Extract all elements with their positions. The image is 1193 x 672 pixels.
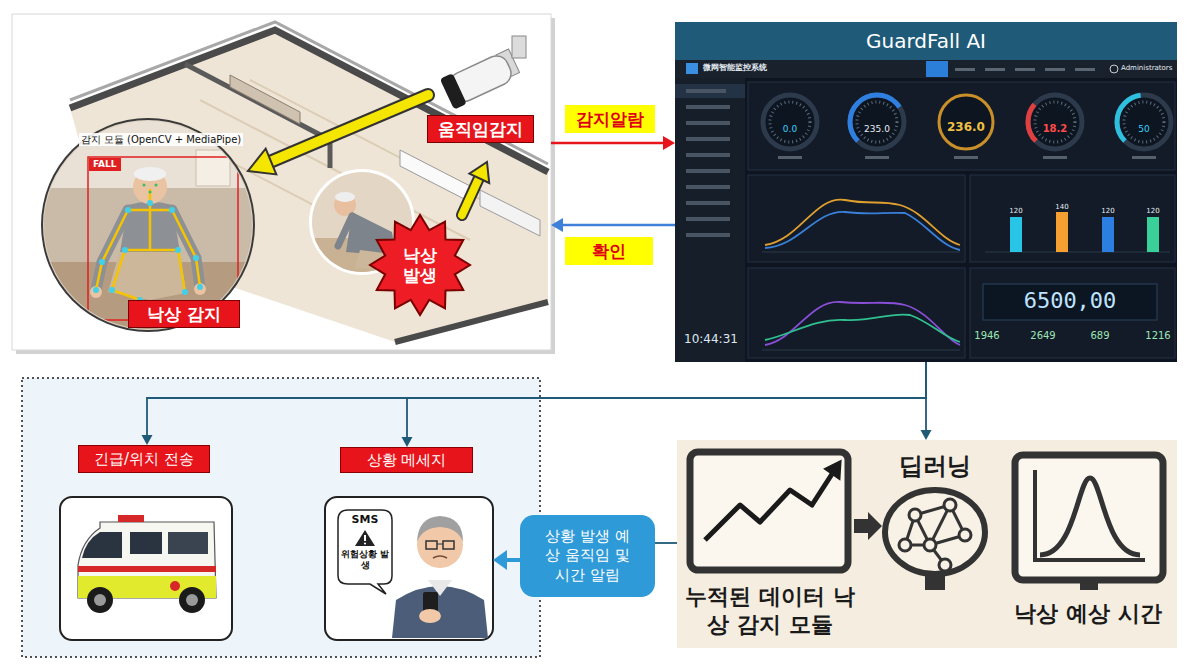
deep-learning-art — [677, 440, 1177, 648]
ambulance-card: 긴급/위치 전송 — [60, 445, 232, 640]
sms-bubble-text-pos: 위험상황 발생 — [340, 549, 390, 571]
dashboard-value: 6500,00 — [1024, 288, 1117, 314]
sms-bubble-text: SMS — [352, 513, 379, 526]
dashboard-value: 2649 — [1030, 330, 1055, 342]
fall-tag-text: FALL — [93, 159, 117, 170]
connector — [655, 543, 677, 544]
connector — [551, 218, 675, 232]
dashboard-text: GuardFall AI — [675, 22, 1177, 60]
scene-panel: 움직임감지낙상 발생 감지 모듈 (OpenCV + MediaPipe) FALL… — [12, 14, 551, 350]
dashboard-value-pos: 18.2 — [1043, 123, 1068, 135]
connector — [402, 362, 927, 447]
dashboard-value: Administrators — [1121, 64, 1172, 72]
dashboard-value: 120 — [1146, 207, 1159, 215]
dashboard-value-pos: 2649 — [1030, 330, 1055, 342]
detection-inset-text-pos: 감지 모듈 (OpenCV + MediaPipe) — [79, 133, 244, 146]
connector — [493, 550, 520, 570]
dashboard-value-pos: 120 — [1009, 207, 1022, 215]
connector — [142, 362, 927, 445]
fall-star-text: 낙상 발생 — [395, 245, 446, 286]
arrow-head — [142, 435, 153, 445]
fall-star: 낙상 발생 — [368, 213, 472, 317]
connector — [551, 136, 675, 150]
edge-label-pos: 감지알람 — [565, 105, 655, 133]
edge-label: 확인 — [565, 237, 653, 265]
dashboard-value-pos: 6500,00 — [1024, 288, 1117, 314]
dashboard-value-pos: 120 — [1101, 207, 1114, 215]
arrow-head — [551, 218, 563, 232]
sms-bubble: SMS 위험상황 발생 — [338, 510, 392, 586]
dashboard-value: 120 — [1101, 207, 1114, 215]
connector-line — [655, 542, 677, 544]
motion-detect-tag-text: 움직임감지 — [438, 119, 523, 139]
message-card: 상황 메세지 SMS 위험상황 발생 — [325, 447, 493, 640]
deep-learning-panel-text-pos: 딥러닝 — [899, 452, 971, 481]
deep-learning-panel-text: 누적된 데이터 낙상 감지 모듈 — [678, 583, 862, 638]
connector — [921, 362, 932, 440]
dashboard-value: 120 — [1009, 207, 1022, 215]
fall-detect-tag-text: 낙상 감지 — [147, 304, 221, 324]
dashboard-value: 140 — [1055, 203, 1068, 211]
notify-callout: 상황 발생 예상 움직임 및 시간 알림 — [520, 515, 655, 597]
arrow-head — [402, 437, 413, 447]
star-outline — [370, 215, 470, 315]
deep-learning-panel: 딥러닝누적된 데이터 낙상 감지 모듈 낙상 예상 시간 — [677, 440, 1177, 648]
dashboard-value-pos: 微网智能监控系统 — [703, 63, 767, 73]
message-card-text-pos: 상황 메세지 — [340, 447, 473, 473]
deep-learning-panel-text-pos: 낙상 예상 시간 — [1005, 600, 1171, 628]
ambulance-card-text: 긴급/위치 전송 — [78, 445, 210, 473]
dashboard-value-pos: 0.0 — [783, 124, 797, 135]
dashboard-text-pos: GuardFall AI — [675, 22, 1177, 60]
dashboard-value: 1216 — [1145, 330, 1170, 342]
dashboard-value: 689 — [1090, 330, 1109, 342]
motion-detect-tag: 움직임감지 — [427, 115, 534, 143]
dashboard-value: 0.0 — [783, 124, 797, 135]
deep-learning-panel-text: 딥러닝 — [899, 452, 971, 481]
connector-line — [563, 224, 675, 227]
edge-label-pos: 확인 — [565, 237, 653, 265]
connector-line — [407, 362, 926, 437]
dashboard-value-pos: 1946 — [974, 330, 999, 342]
sms-bubble-text: 위험상황 발생 — [340, 549, 390, 571]
notify-callout-text: 상황 발생 예상 움직임 및 시간 알림 — [540, 527, 635, 586]
fall-tag: FALL — [89, 158, 121, 171]
dashboard-value: 236.0 — [947, 120, 985, 134]
dashboard-value-pos: 1216 — [1145, 330, 1170, 342]
dashboard-value: 10:44:31 — [684, 332, 738, 346]
dashboard-value-pos: 140 — [1055, 203, 1068, 211]
dashboard-value-pos: 120 — [1146, 207, 1159, 215]
connector-line — [507, 558, 520, 562]
ambulance-card-text-pos: 긴급/위치 전송 — [78, 445, 210, 473]
dashboard-value: 50 — [1138, 124, 1149, 135]
dashboard-value-pos: Administrators — [1121, 64, 1172, 72]
dashboard-value: 18.2 — [1043, 123, 1068, 135]
connector-line — [551, 142, 663, 145]
dashboard-value-pos: 10:44:31 — [684, 332, 738, 346]
deep-learning-panel-text-pos: 누적된 데이터 낙상 감지 모듈 — [678, 583, 862, 638]
dashboard-value-pos: 235.0 — [864, 124, 890, 135]
message-card-text: 상황 메세지 — [340, 447, 473, 473]
scene-art — [12, 14, 555, 354]
connector-line — [925, 362, 927, 430]
arrow-head — [493, 550, 507, 570]
arrow-head — [921, 430, 932, 440]
dashboard-value: 1946 — [974, 330, 999, 342]
dashboard-value-pos: 236.0 — [947, 120, 985, 134]
dashboard-art — [675, 22, 1182, 362]
detection-inset-text: 감지 모듈 (OpenCV + MediaPipe) — [79, 133, 244, 146]
dashboard-value: 235.0 — [864, 124, 890, 135]
dashboard-value: 微网智能监控系统 — [703, 63, 767, 73]
bottom-left-art — [22, 378, 540, 657]
fall-detect-tag: 낙상 감지 — [128, 300, 240, 328]
sms-bubble-text-pos: SMS — [352, 513, 379, 526]
edge-label: 감지알람 — [565, 105, 655, 133]
dashboard-value-pos: 50 — [1138, 124, 1149, 135]
deep-learning-panel-text: 낙상 예상 시간 — [1005, 600, 1171, 628]
arrow-head — [663, 136, 675, 150]
dashboard-value-pos: 689 — [1090, 330, 1109, 342]
detection-inset: 감지 모듈 (OpenCV + MediaPipe) FALL 낙상 감지 — [43, 120, 253, 330]
